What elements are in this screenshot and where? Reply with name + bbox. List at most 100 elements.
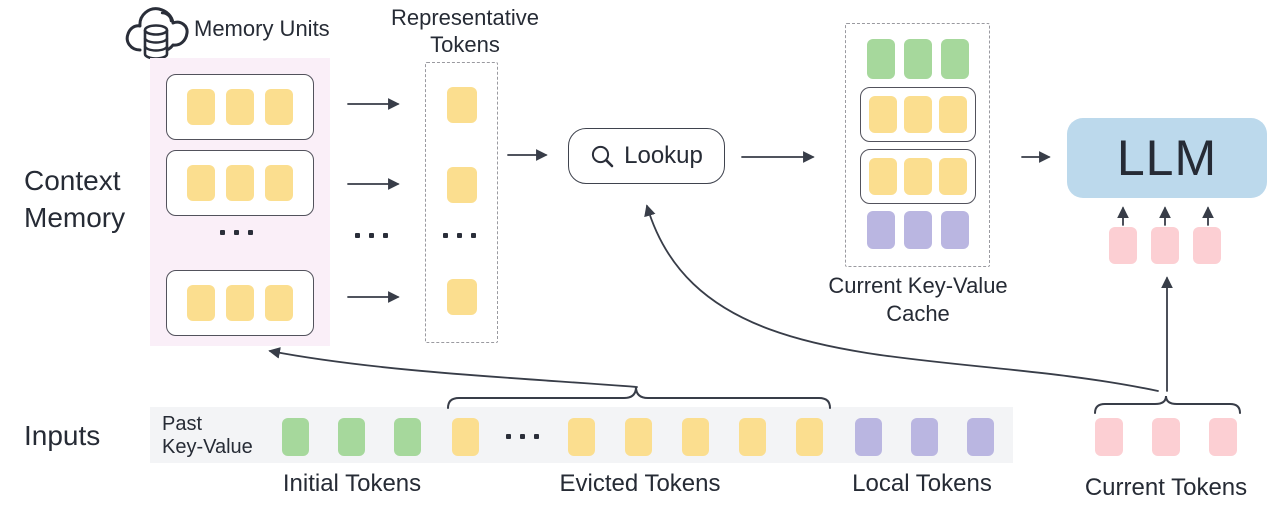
ellipsis-dot xyxy=(520,434,525,439)
ellipsis-dot xyxy=(534,434,539,439)
representative-token xyxy=(446,167,477,203)
past-kv-line1: Past xyxy=(162,413,203,435)
initial-token xyxy=(338,418,365,456)
current-tokens-brace xyxy=(1094,395,1241,414)
evicted-token xyxy=(625,418,652,456)
representative-token xyxy=(446,87,477,123)
local-token xyxy=(967,418,994,456)
memory-token xyxy=(226,89,254,125)
ellipsis-dot xyxy=(234,230,239,235)
cache-label-line1: Current Key-Value xyxy=(828,273,1008,298)
current-tokens-label: Current Tokens xyxy=(1084,474,1248,501)
cache-label-line2: Cache xyxy=(886,301,950,326)
cache-token xyxy=(938,158,967,195)
current-token xyxy=(1152,418,1180,456)
cache-memory-unit-row xyxy=(859,149,976,204)
cache-token xyxy=(903,39,932,79)
ellipsis-dot xyxy=(355,233,360,238)
cache-local-row xyxy=(866,211,969,249)
context-memory-line1: Context xyxy=(24,165,121,196)
current-token xyxy=(1109,227,1137,264)
memory-token xyxy=(265,285,293,321)
representative-ellipsis xyxy=(443,233,476,238)
evicted-tokens-label: Evicted Tokens xyxy=(559,470,721,497)
llm-label: LLM xyxy=(1116,130,1218,186)
evicted-tokens-brace xyxy=(447,386,831,409)
cache-token xyxy=(938,96,967,133)
ellipsis-dot xyxy=(443,233,448,238)
ellipsis-dot xyxy=(506,434,511,439)
representative-token xyxy=(446,279,477,315)
memory-token xyxy=(226,285,254,321)
ellipsis-dot xyxy=(369,233,374,238)
memory-token xyxy=(187,89,215,125)
ellipsis-dot xyxy=(383,233,388,238)
memory-units-label: Memory Units xyxy=(194,16,330,41)
representative-line2: Tokens xyxy=(430,32,500,57)
memory-token xyxy=(265,89,293,125)
lookup-label: Lookup xyxy=(624,142,703,169)
magnifier-icon xyxy=(592,145,614,167)
evicted-token xyxy=(739,418,766,456)
current-token xyxy=(1209,418,1237,456)
ellipsis-dot xyxy=(457,233,462,238)
evicted-token xyxy=(796,418,823,456)
representative-tokens-label: Representative Tokens xyxy=(375,4,555,58)
evicted-token xyxy=(682,418,709,456)
current-kv-cache-box xyxy=(845,23,990,267)
context-memory-label: Context Memory xyxy=(24,162,125,236)
current-kv-cache-label: Current Key-Value Cache xyxy=(822,272,1014,328)
evicted-token xyxy=(568,418,595,456)
cache-token xyxy=(866,39,895,79)
memory-unit xyxy=(166,150,314,216)
memory-token xyxy=(187,165,215,201)
memory-token xyxy=(226,165,254,201)
initial-tokens-group xyxy=(282,418,421,456)
cache-memory-unit-row xyxy=(859,87,976,142)
memory-ellipsis xyxy=(220,230,253,235)
evicted-tokens-tail xyxy=(568,418,823,456)
local-token xyxy=(911,418,938,456)
memory-token xyxy=(187,285,215,321)
cache-token xyxy=(868,96,897,133)
past-kv-line2: Key-Value xyxy=(162,436,253,458)
local-token xyxy=(855,418,882,456)
inputs-label: Inputs xyxy=(24,420,101,451)
cache-token xyxy=(903,96,932,133)
local-tokens-label: Local Tokens xyxy=(852,470,992,497)
ellipsis-dot xyxy=(220,230,225,235)
current-tokens-group xyxy=(1095,418,1237,456)
ellipsis-dot xyxy=(248,230,253,235)
representative-tokens-box xyxy=(425,62,498,343)
evicted-ellipsis xyxy=(506,434,539,439)
past-key-value-label: Past Key-Value xyxy=(162,413,253,459)
initial-token xyxy=(394,418,421,456)
evicted-token xyxy=(452,418,479,456)
current-token xyxy=(1095,418,1123,456)
llm-input-tokens xyxy=(1109,227,1221,264)
cache-token xyxy=(903,158,932,195)
context-memory-line2: Memory xyxy=(24,202,126,233)
memory-unit xyxy=(166,270,314,336)
cache-token xyxy=(866,211,895,249)
context-memory-box xyxy=(150,58,330,346)
cache-initial-row xyxy=(866,39,969,79)
cache-token xyxy=(940,211,969,249)
cache-token xyxy=(903,211,932,249)
memory-token xyxy=(265,165,293,201)
arrows-ellipsis xyxy=(355,233,388,238)
current-token xyxy=(1151,227,1179,264)
cache-token xyxy=(868,158,897,195)
initial-token xyxy=(282,418,309,456)
llm-box: LLM xyxy=(1067,118,1267,198)
evicted-tokens-head xyxy=(452,418,479,456)
past-key-value-bar: Past Key-Value xyxy=(150,407,1013,463)
local-tokens-group xyxy=(855,418,994,456)
cloud-database-icon xyxy=(125,7,189,60)
memory-unit xyxy=(166,74,314,140)
initial-tokens-label: Initial Tokens xyxy=(282,470,422,497)
curve-evicted-to-memory xyxy=(268,347,638,388)
current-token xyxy=(1193,227,1221,264)
representative-line1: Representative xyxy=(391,5,539,30)
cache-token xyxy=(940,39,969,79)
